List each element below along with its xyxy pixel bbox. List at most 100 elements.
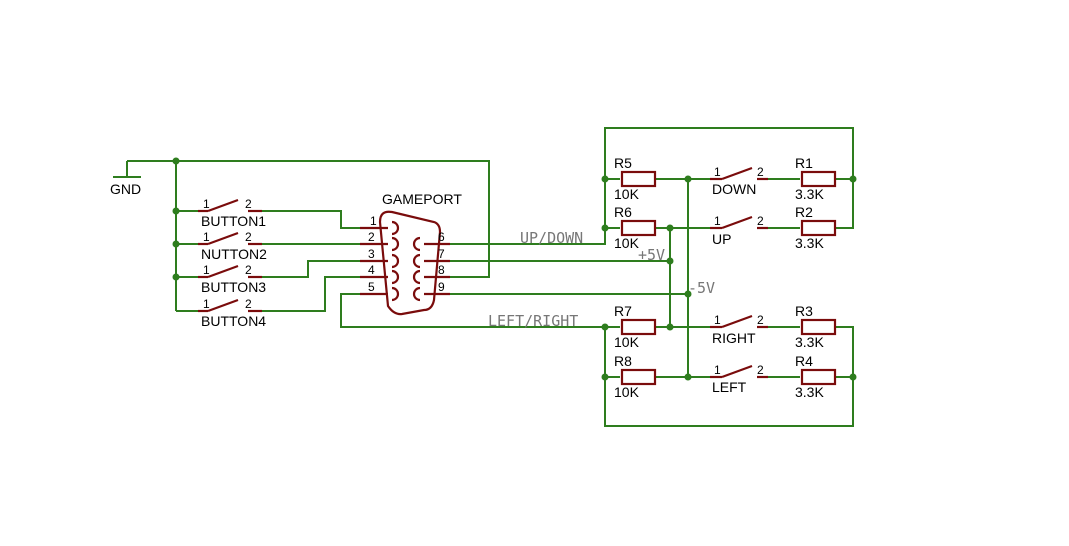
gnd-label: GND [110,181,141,197]
switch-down-pin1: 1 [714,165,721,179]
switch-lever [721,215,753,230]
junction-dot [601,373,609,381]
direction-switches: 1 2 DOWN 1 2 UP 1 2 RIGHT 1 2 LEFT [710,165,768,395]
junction-dot [172,273,180,281]
pin-socket [412,269,421,285]
pin-socket [412,253,421,269]
r3-body [800,318,837,336]
switch-right: 1 2 RIGHT [710,313,768,346]
gameport-connector: GAMEPORT 1 2 3 4 5 6 7 8 9 [360,191,462,316]
button2-switch: 1 2 NUTTON2 [198,230,267,262]
switch-lever [721,364,753,379]
button2-pin1: 1 [203,230,210,244]
r6-ref: R6 [614,204,632,220]
switch-up: 1 2 UP [710,214,768,247]
push-buttons: 1 2 BUTTON1 1 2 NUTTON2 1 2 BUTTON3 1 2 … [198,197,267,329]
r1-value: 3.3K [795,186,824,202]
r4-value: 3.3K [795,384,824,400]
r8-value: 10K [614,384,640,400]
switch-left: 1 2 LEFT [710,363,768,395]
resistors: R5 10K R6 10K R7 10K R8 10K R1 3.3K R2 3… [614,155,837,400]
pin-socket [412,286,421,302]
switch-left-label: LEFT [712,379,747,395]
button3-switch: 1 2 BUTTON3 [198,263,266,295]
r5-ref: R5 [614,155,632,171]
pin-number: 5 [368,280,375,294]
button4-label: BUTTON4 [201,313,266,329]
junctions [172,157,857,381]
r8-body [620,368,657,386]
pin-number: 6 [438,230,445,244]
junction-dot [666,224,674,232]
button1-pin2: 2 [245,197,252,211]
junction-dot [601,175,609,183]
r1-body [800,170,837,188]
pin-number: 7 [438,247,445,261]
r4-body [800,368,837,386]
switch-up-pin2: 2 [757,214,764,228]
junction-dot [684,175,692,183]
gnd-wire [127,160,490,278]
junction-dot [684,290,692,298]
junction-dot [666,323,674,331]
gameport-label: GAMEPORT [382,191,462,207]
pin-socket [391,220,400,236]
pin-number: 4 [368,263,375,277]
button4-pin1: 1 [203,297,210,311]
switch-right-label: RIGHT [712,330,756,346]
junction-dot [684,373,692,381]
bottom-loop [604,326,854,427]
top-loop [604,127,854,229]
r5-value: 10K [614,186,640,202]
pin-number: 8 [438,263,445,277]
button1-pin1: 1 [203,197,210,211]
button4-wire [262,276,360,312]
pin-socket [391,269,400,285]
pin-socket [391,236,400,252]
r2-ref: R2 [795,204,813,220]
switch-right-pin1: 1 [714,313,721,327]
connector-shell [378,210,442,316]
junction-dot [601,224,609,232]
pin-number: 2 [368,230,375,244]
r3-value: 3.3K [795,334,824,350]
junction-dot [849,175,857,183]
switch-lever [207,198,239,213]
junction-dot [666,257,674,265]
net-label-plus5v: +5V [638,246,665,264]
switch-down-pin2: 2 [757,165,764,179]
switch-lever [721,166,753,181]
pin-number: 9 [438,280,445,294]
switch-lever [207,231,239,246]
net-label-minus5v: -5V [688,279,715,297]
r5-body [620,170,657,188]
switch-left-pin2: 2 [757,363,764,377]
pin-socket [391,253,400,269]
switch-left-pin1: 1 [714,363,721,377]
pin-socket [412,236,421,252]
switch-right-pin2: 2 [757,313,764,327]
switch-lever [721,314,753,329]
r3-ref: R3 [795,303,813,319]
switch-lever [207,298,239,313]
pin-number: 3 [368,247,375,261]
button1-wire [262,210,360,229]
r6-body [620,219,657,237]
button4-pin2: 2 [245,297,252,311]
pin-socket [391,286,400,302]
junction-dot [849,373,857,381]
net-label-up-down: UP/DOWN [520,229,583,247]
pin5-wire [340,293,605,328]
switch-lever [207,264,239,279]
button1-switch: 1 2 BUTTON1 [198,197,266,229]
r8-ref: R8 [614,353,632,369]
button3-pin2: 2 [245,263,252,277]
r4-ref: R4 [795,353,813,369]
button2-label: NUTTON2 [201,246,267,262]
net-label-left-right: LEFT/RIGHT [488,312,578,330]
switch-up-pin1: 1 [714,214,721,228]
wires [113,127,854,427]
r7-ref: R7 [614,303,632,319]
switch-down-label: DOWN [712,181,756,197]
